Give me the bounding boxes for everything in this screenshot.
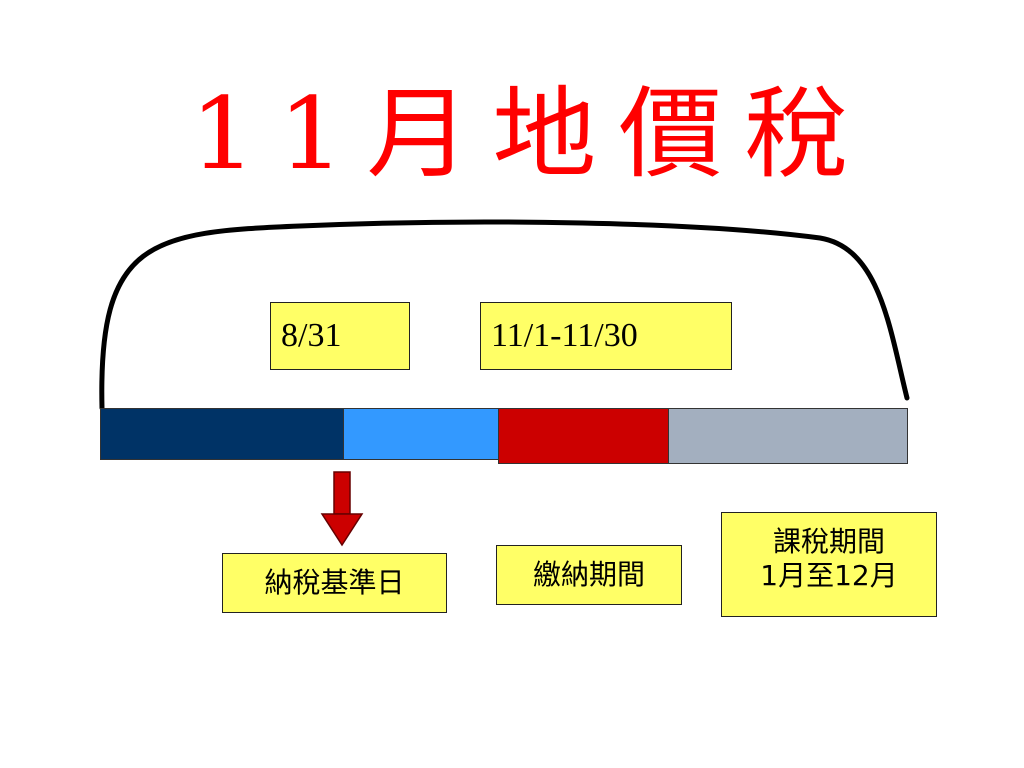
diagram-title: 11月地價稅	[190, 75, 871, 192]
down-arrow	[320, 471, 364, 547]
timeline-segment-3	[498, 408, 673, 464]
reference-day-label: 納稅基準日	[264, 566, 405, 599]
timeline-segment-1	[100, 408, 345, 460]
reference-date: 8/31	[281, 317, 342, 354]
reference-date-box: 8/31	[270, 302, 410, 370]
payment-period-label: 繳納期間	[532, 558, 645, 591]
reference-day-label-box: 納稅基準日	[222, 553, 447, 613]
payment-period-label-box: 繳納期間	[496, 545, 682, 605]
tax-period-label-box: 課稅期間 1月至12月	[721, 512, 937, 617]
timeline-segment-4	[668, 408, 908, 464]
tax-period-label-line2: 1月至12月	[760, 558, 898, 592]
timeline-segment-2	[343, 408, 513, 460]
tax-period-label-line1: 課稅期間	[772, 525, 885, 558]
payment-dates-box: 11/1-11/30	[480, 302, 732, 370]
payment-dates: 11/1-11/30	[491, 317, 638, 354]
